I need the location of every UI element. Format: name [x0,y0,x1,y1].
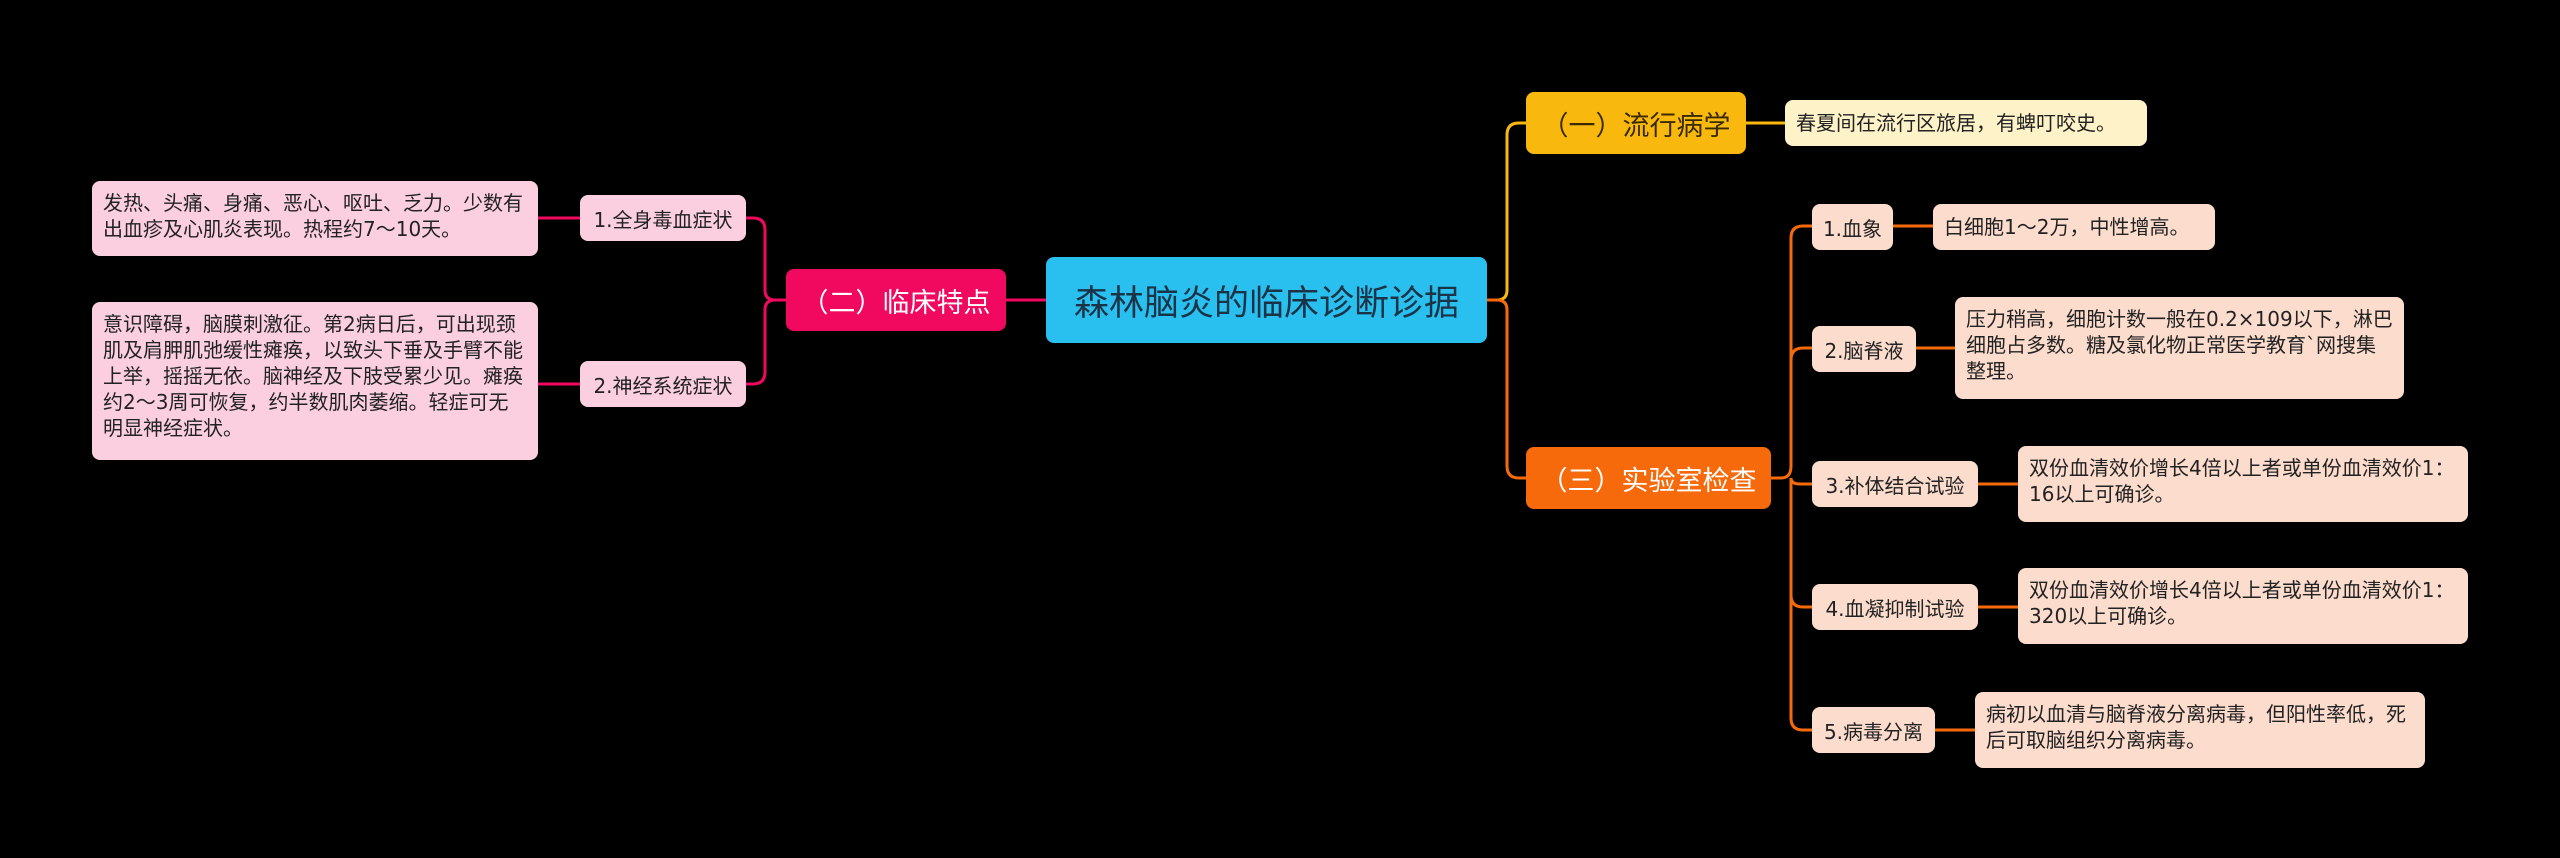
lab-item-3-detail[interactable]: 双份血清效价增长4倍以上者或单份血清效价1：16以上可确诊。 [2018,446,2468,522]
lab-item-2-detail[interactable]: 压力稍高，细胞计数一般在0.2×109以下，淋巴细胞占多数。糖及氯化物正常医学教… [1955,297,2404,399]
link-clinical-item2 [746,298,786,386]
clinical-item-1-detail[interactable]: 发热、头痛、身痛、恶心、呕吐、乏力。少数有出血疹及心肌炎表现。热程约7～10天。 [92,181,538,256]
lab-item-2[interactable]: 2.脑脊液 [1812,326,1916,372]
epidemiology-detail[interactable]: 春夏间在流行区旅居，有蜱叮咬史。 [1785,100,2147,146]
topic-epidemiology[interactable]: （一）流行病学 [1526,92,1746,154]
link-clinical-item1 [746,216,786,302]
link-lab-item3 [1789,477,1812,486]
link-lab-item5 [1789,595,1812,732]
lab-item-5[interactable]: 5.病毒分离 [1812,707,1935,753]
lab-item-4-detail[interactable]: 双份血清效价增长4倍以上者或单份血清效价1：320以上可确诊。 [2018,568,2468,644]
clinical-item-2[interactable]: 2.神经系统症状 [580,361,746,407]
clinical-item-2-detail[interactable]: 意识障碍，脑膜刺激征。第2病日后，可出现颈肌及肩胛肌弛缓性瘫痪，以致头下垂及手臂… [92,302,538,460]
link-lab-item2 [1789,346,1812,361]
link-root-epi [1487,121,1526,302]
lab-item-5-detail[interactable]: 病初以血清与脑脊液分离病毒，但阳性率低，死后可取脑组织分离病毒。 [1975,692,2425,768]
lab-item-1[interactable]: 1.血象 [1812,204,1893,250]
link-lab-items-spine [1771,224,1812,480]
link-lab-item4 [1789,478,1812,609]
topic-clinical-features[interactable]: （二）临床特点 [786,269,1006,331]
lab-item-4[interactable]: 4.血凝抑制试验 [1812,584,1978,630]
topic-lab-tests[interactable]: （三）实验室检查 [1526,447,1771,509]
clinical-item-1[interactable]: 1.全身毒血症状 [580,195,746,241]
link-root-lab [1487,298,1526,480]
lab-item-3[interactable]: 3.补体结合试验 [1812,461,1978,507]
lab-item-1-detail[interactable]: 白细胞1～2万，中性增高。 [1933,204,2215,250]
root-topic[interactable]: 森林脑炎的临床诊断诊据 [1046,257,1487,343]
